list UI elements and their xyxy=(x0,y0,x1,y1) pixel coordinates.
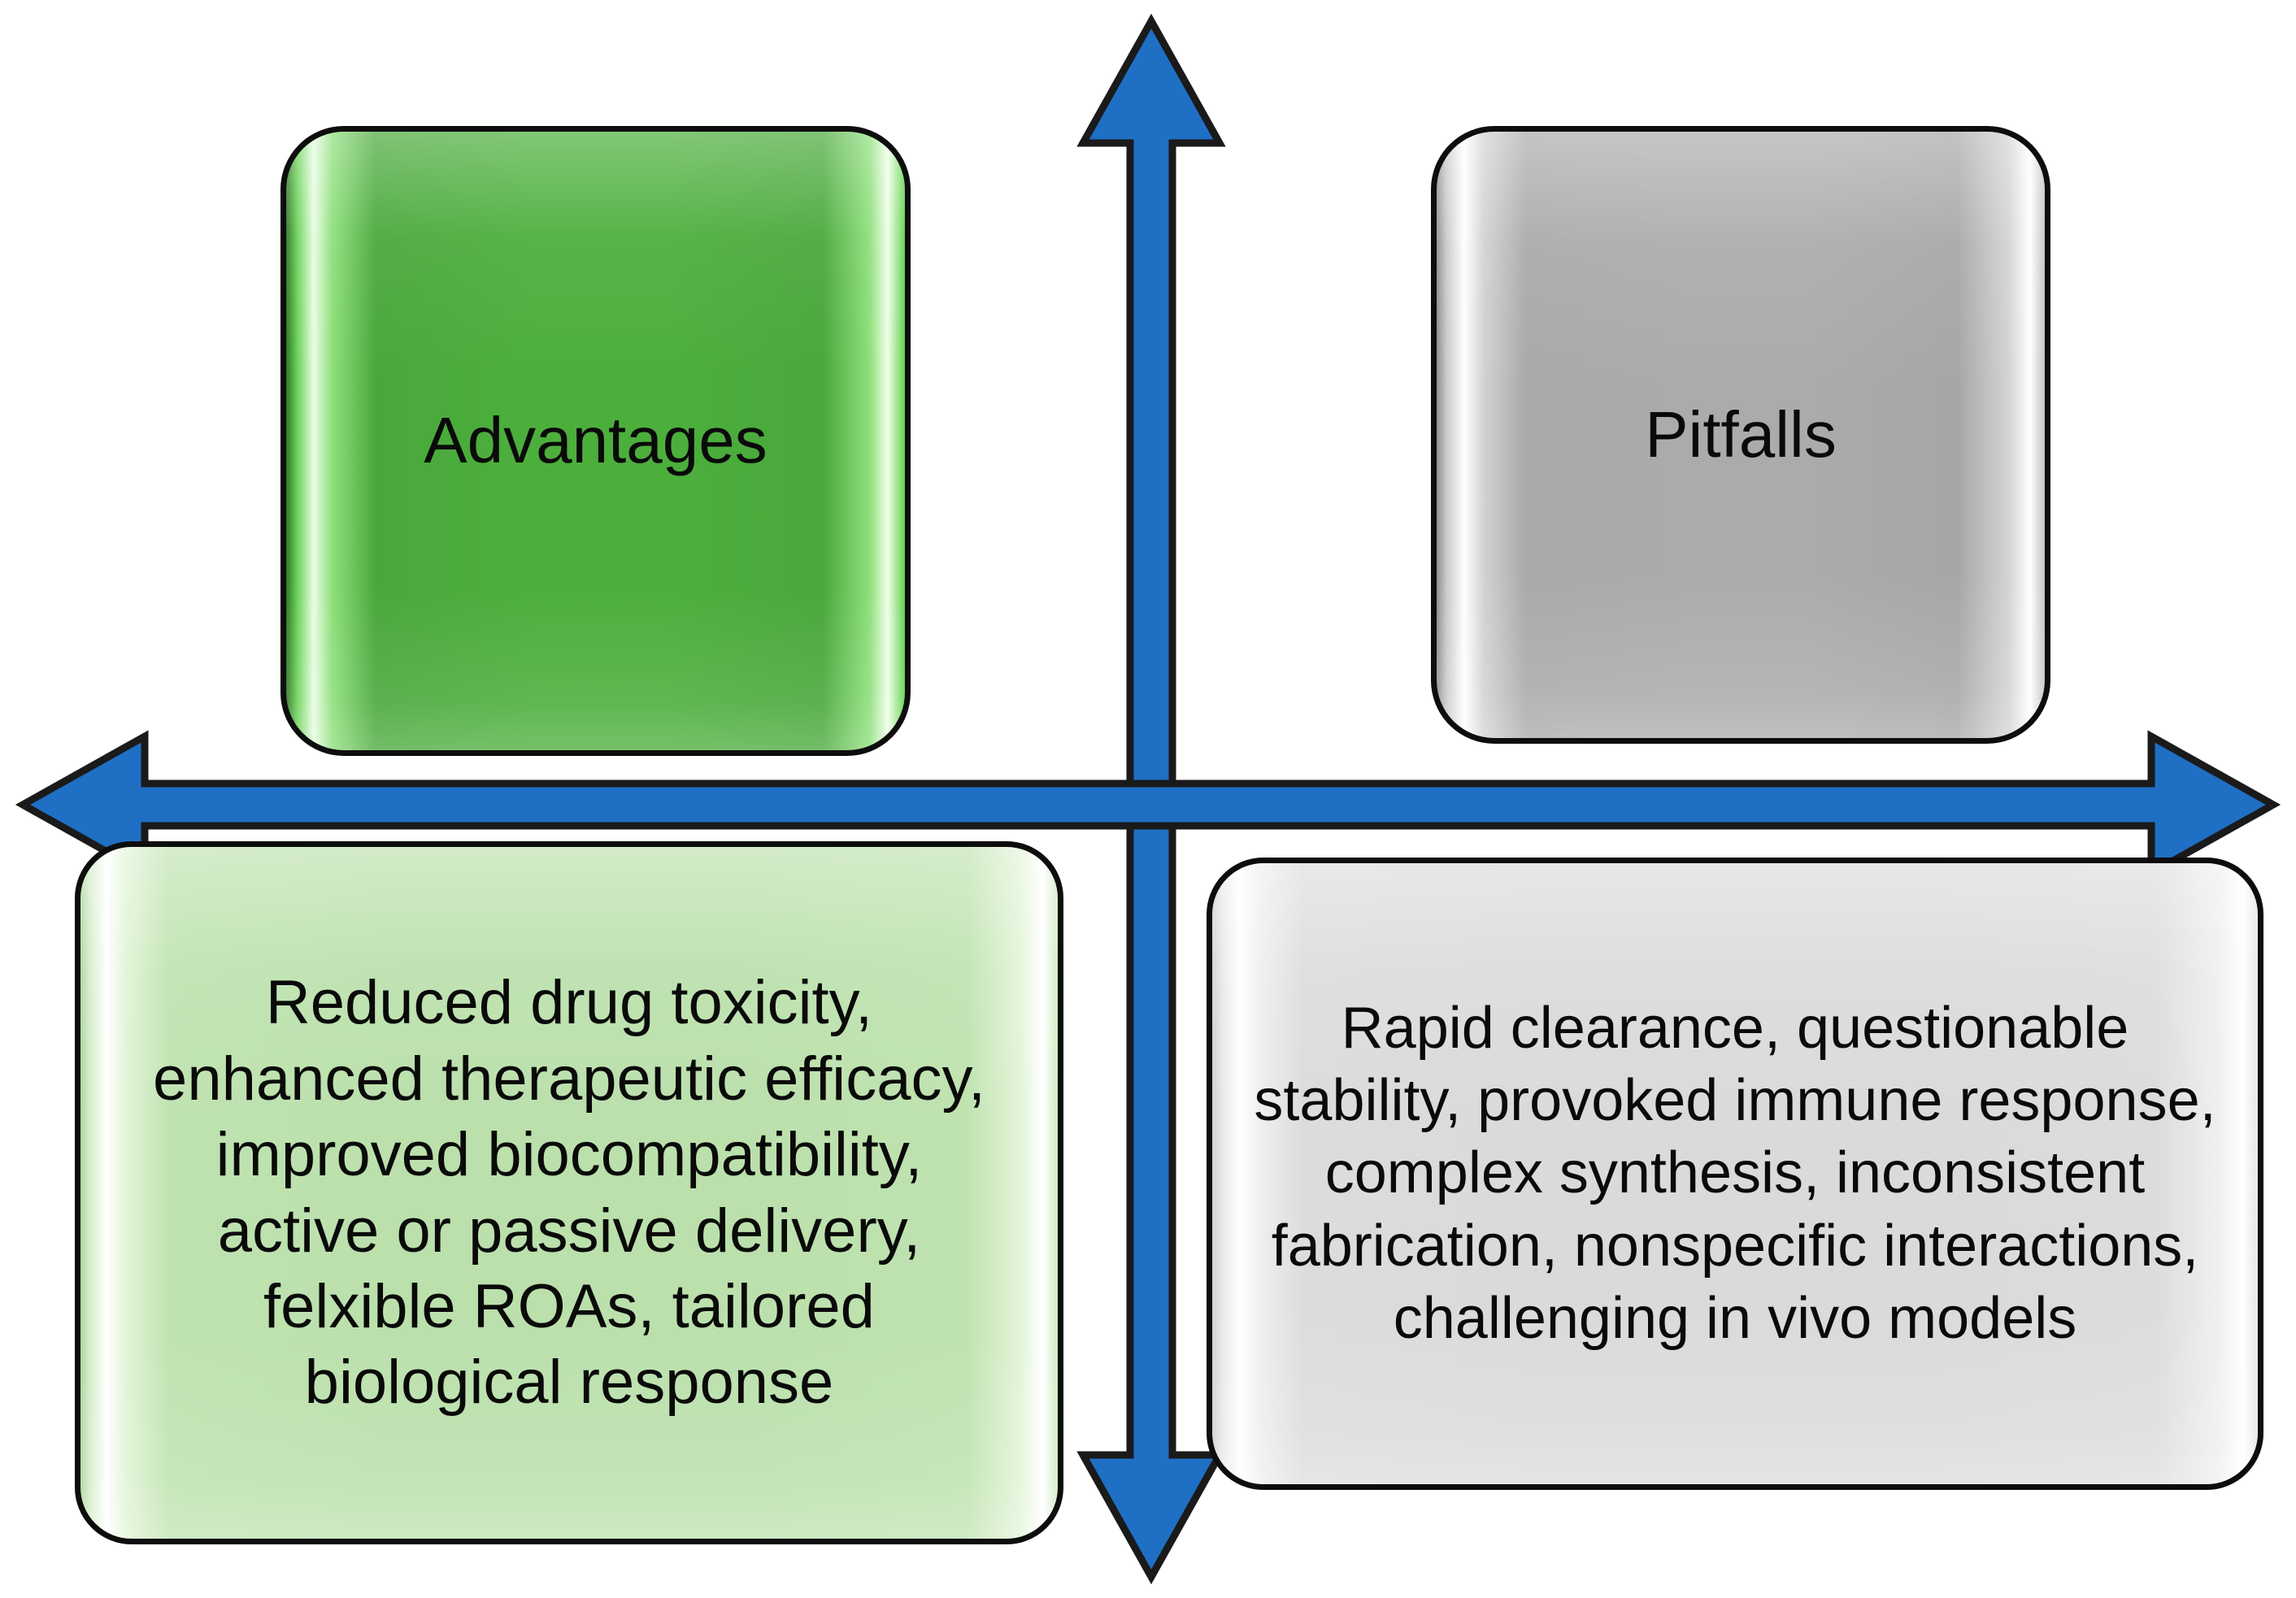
advantages-detail-box[interactable]: Reduced drug toxicity, enhanced therapeu… xyxy=(75,841,1063,1544)
pitfalls-header-box[interactable]: Pitfalls xyxy=(1431,126,2050,744)
advantages-detail-label: Reduced drug toxicity, enhanced therapeu… xyxy=(153,968,985,1418)
pitfalls-detail-box[interactable]: Rapid clearance, questionable stability,… xyxy=(1207,858,2263,1490)
advantages-header-box[interactable]: Advantages xyxy=(280,126,911,756)
pitfalls-detail-label: Rapid clearance, questionable stability,… xyxy=(1254,995,2216,1351)
pitfalls-header-label: Pitfalls xyxy=(1645,397,1837,471)
advantages-header-label: Advantages xyxy=(424,404,768,477)
